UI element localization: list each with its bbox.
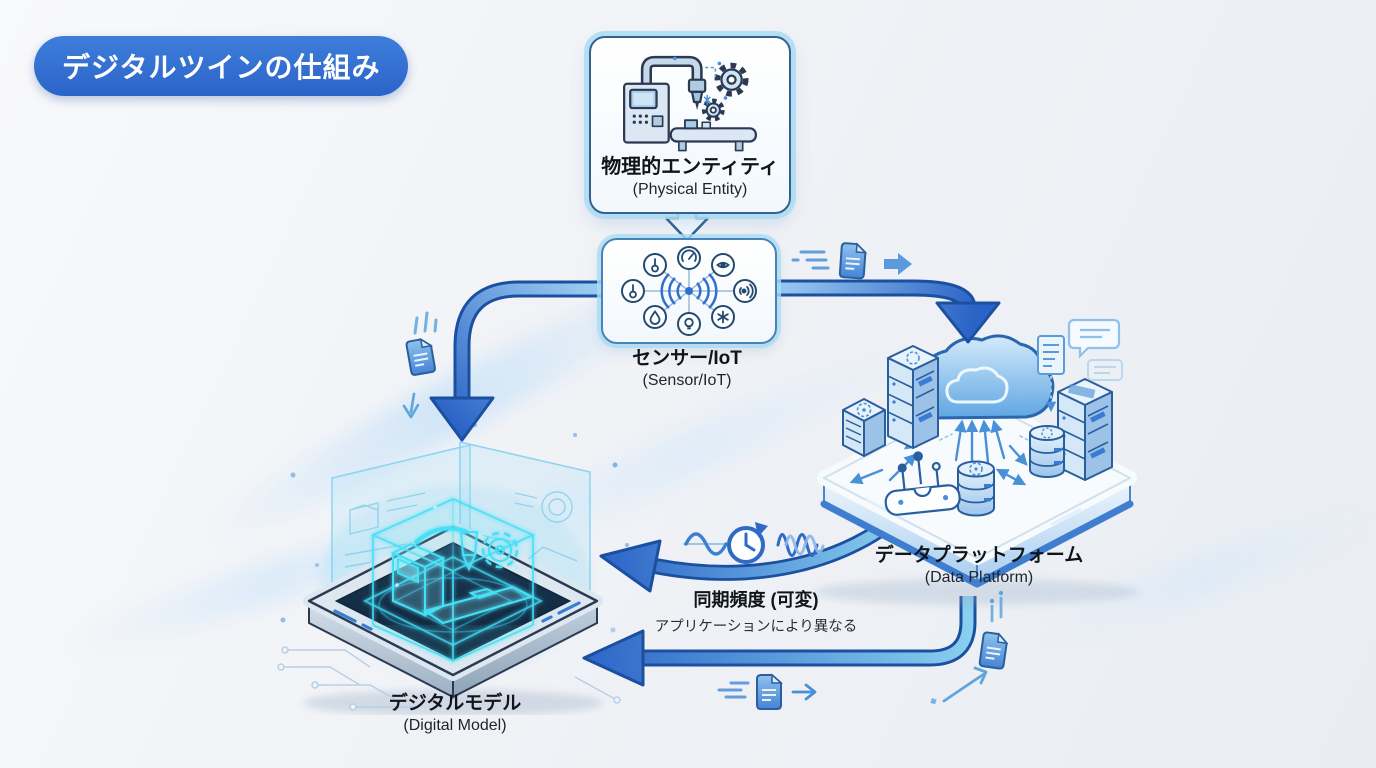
node-sensor-iot: [601, 238, 777, 344]
lightbulb-icon: [684, 317, 694, 330]
fast-wave-icon: [776, 533, 825, 557]
circuit-chip-icon: [884, 451, 961, 516]
server-cube-icon: [842, 398, 886, 457]
eye-icon: [716, 261, 730, 269]
floating-documents: [1037, 318, 1123, 413]
hologram-machine: [390, 526, 534, 625]
refresh-clock-icon: [727, 522, 768, 564]
data-platform-label-ja: データプラットフォーム: [874, 545, 1084, 566]
sync-frequency-annotation: 同期頻度 (可変) アプリケーションにより異なる: [610, 586, 902, 636]
database-icon: [957, 460, 995, 517]
data-platform-illustration: [815, 318, 1139, 605]
thermometer-icon: [629, 284, 637, 299]
physical-entity-label-ja: 物理的エンティティ: [601, 155, 779, 178]
sensor-iot-label-ja: センサー/IoT: [632, 348, 742, 369]
physical-entity-label-en: (Physical Entity): [632, 180, 748, 198]
thermometer-icon: [651, 258, 659, 273]
gauge-icon: [681, 249, 697, 262]
title-badge: デジタルツインの仕組み: [34, 36, 409, 96]
data-document-icon: [717, 673, 817, 710]
factory-machine-icon: [623, 55, 757, 152]
sensor-cluster-icon: [621, 246, 757, 336]
holo-sparkles: [395, 505, 520, 587]
digital-model-label-ja: デジタルモデル: [388, 693, 522, 714]
water-drop-icon: [649, 309, 661, 325]
sync-frequency-note: アプリケーションにより異なる: [654, 619, 858, 635]
machine-decor: [672, 56, 728, 105]
database-icon: [1029, 425, 1065, 478]
sensor-iot-label: センサー/IoT (Sensor/IoT): [601, 347, 773, 391]
arrow-sensor-to-platform: [768, 279, 1001, 344]
sound-signal-icon: [738, 283, 754, 299]
digital-model-illustration: [277, 423, 642, 715]
wireless-signal-icon: [660, 273, 718, 309]
data-platform-label: データプラットフォーム (Data Platform): [848, 544, 1110, 588]
data-platform-label-en: (Data Platform): [924, 568, 1034, 586]
snowflake-icon: [717, 310, 729, 324]
server-rack-icon: [887, 345, 939, 449]
sync-frequency-icons: [683, 522, 825, 564]
slow-wave-icon: [683, 532, 728, 556]
sensor-iot-label-en: (Sensor/IoT): [642, 371, 732, 389]
sync-frequency-label: 同期頻度 (可変): [693, 590, 819, 610]
data-document-icon: [791, 242, 912, 280]
digital-model-label-en: (Digital Model): [403, 716, 507, 734]
data-document-icon: [402, 311, 438, 419]
node-physical-entity: 物理的エンティティ (Physical Entity): [589, 36, 791, 214]
gear-icon: [701, 62, 749, 122]
digital-model-label: デジタルモデル (Digital Model): [330, 692, 580, 736]
platform-shadow: [815, 579, 1139, 605]
arrow-platform-to-model-data: [582, 596, 977, 687]
data-document-icon: [930, 590, 1009, 705]
arrow-sensor-to-model: [429, 280, 604, 442]
